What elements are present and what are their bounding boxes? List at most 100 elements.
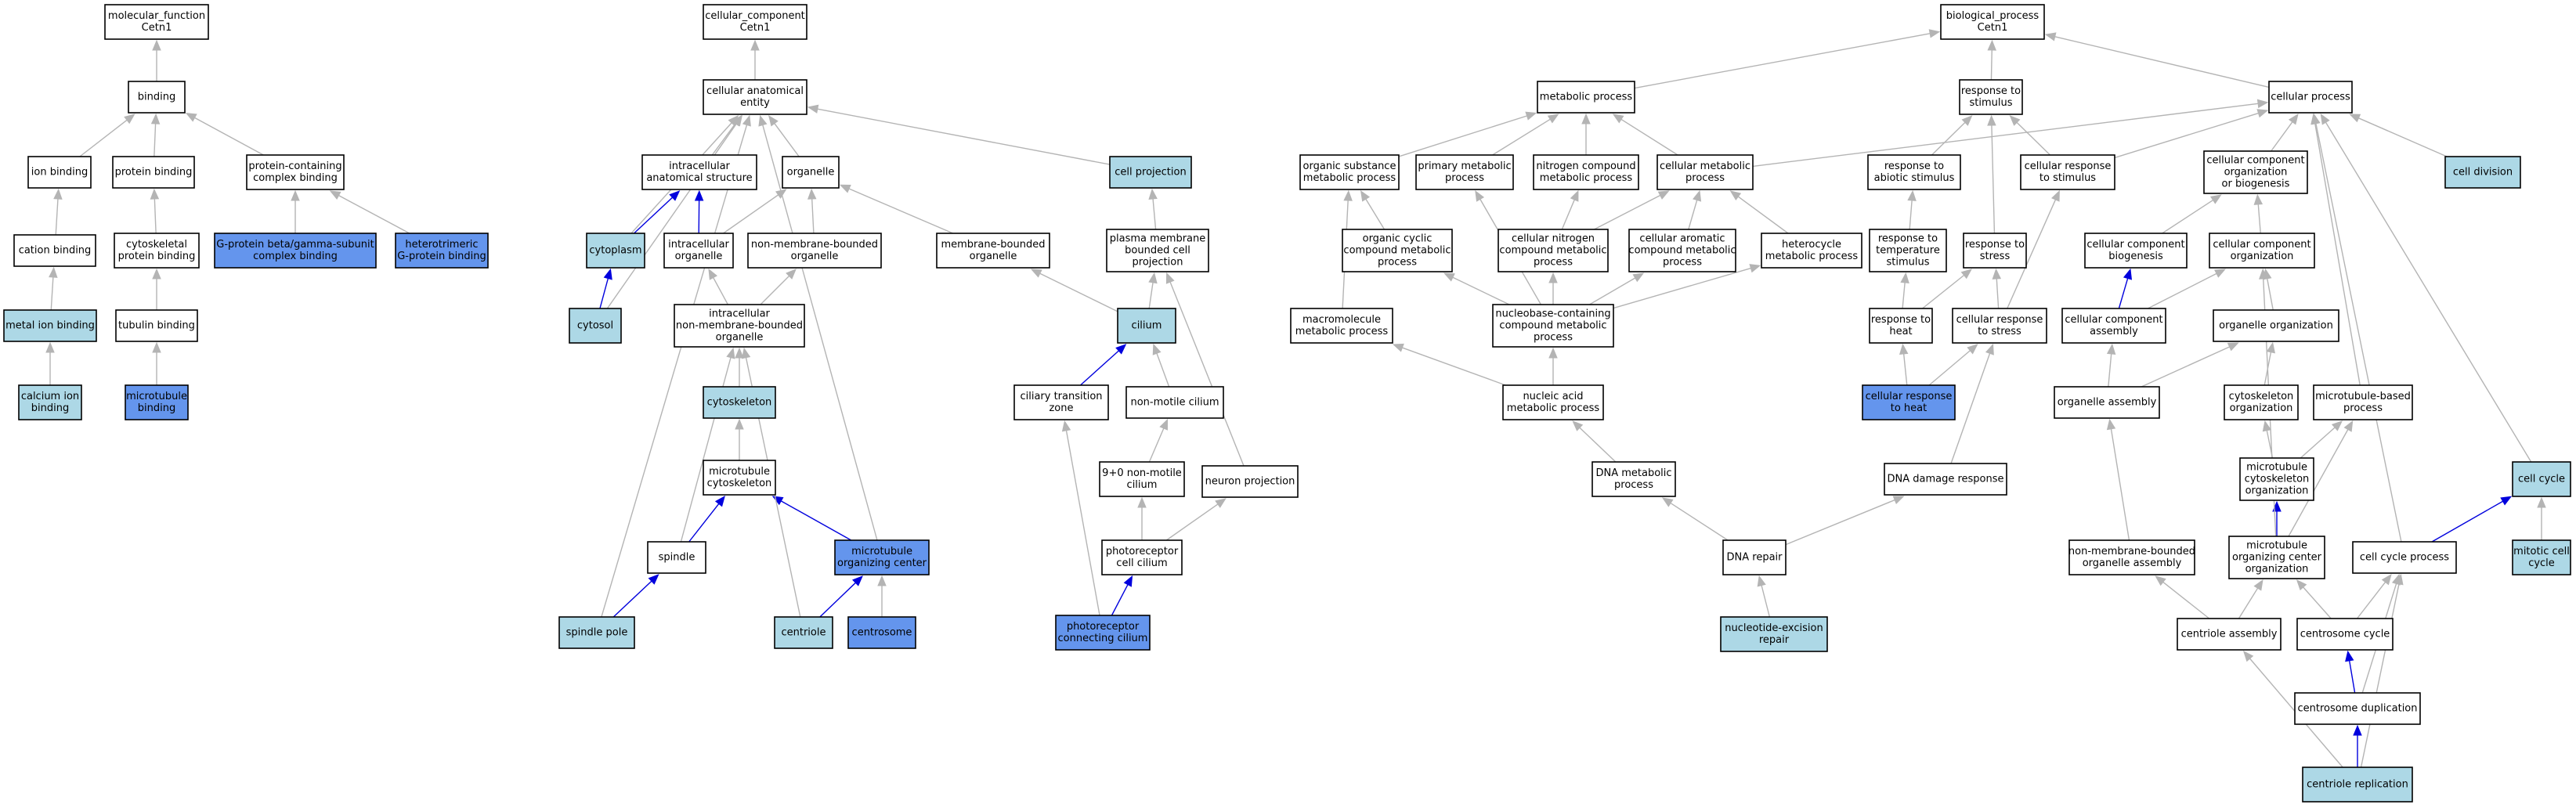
go-term-node-cellular-process[interactable]: cellular process	[2268, 81, 2353, 114]
go-term-node-centriole-assembly[interactable]: centriole assembly	[2177, 618, 2282, 651]
go-term-node-dna-repair[interactable]: DNA repair	[1722, 539, 1787, 575]
node-label: membrane-bounded	[941, 239, 1045, 251]
edge-dna_repair-to-dna_metabolic_process	[1661, 497, 1729, 541]
go-term-node-spindle-pole[interactable]: spindle pole	[558, 616, 635, 649]
go-term-node-centriole[interactable]: centriole	[774, 616, 833, 649]
go-term-node-spindle[interactable]: spindle	[647, 541, 706, 574]
go-term-node-cell-cycle[interactable]: cell cycle	[2512, 461, 2571, 497]
go-term-node-organelle-assembly[interactable]: organelle assembly	[2054, 386, 2160, 419]
go-term-node-cytoplasm[interactable]: cytoplasm	[586, 233, 645, 269]
edge-centrosome_cycle-to-cell_cycle_process	[2356, 573, 2392, 619]
node-label: projection	[1133, 257, 1183, 269]
go-term-node-dna-damage-response[interactable]: DNA damage response	[1884, 463, 2007, 496]
go-term-node-protein-binding[interactable]: protein binding	[112, 156, 195, 189]
go-term-node-tubulin-binding[interactable]: tubulin binding	[115, 309, 198, 342]
go-term-node-cell-division[interactable]: cell division	[2444, 156, 2521, 189]
go-term-node-neuron-projection[interactable]: neuron projection	[1201, 465, 1299, 498]
go-term-node-organelle-organization[interactable]: organelle organization	[2213, 309, 2339, 342]
edge-line	[1785, 499, 1895, 546]
go-term-node-cation-binding[interactable]: cation binding	[13, 234, 96, 267]
go-term-node-metal-ion-binding[interactable]: metal ion binding	[3, 309, 97, 342]
go-term-node-metabolic-process[interactable]: metabolic process	[1537, 81, 1635, 114]
go-term-node-cytosol[interactable]: cytosol	[569, 308, 622, 344]
edge-line	[2257, 204, 2261, 234]
node-box	[703, 386, 776, 419]
go-term-node-centriole-replication[interactable]: centriole replication	[2302, 767, 2413, 803]
go-term-node-intracellular-non-membrane-bounded-organelle[interactable]: intracellularnon-membrane-boundedorganel…	[674, 304, 805, 348]
node-box	[1869, 229, 1947, 272]
go-term-node-centrosome[interactable]: centrosome	[847, 616, 916, 649]
go-term-node-centrosome-cycle[interactable]: centrosome cycle	[2296, 618, 2394, 651]
node-box	[1963, 233, 2027, 269]
node-box	[2061, 308, 2166, 344]
go-term-node-ion-binding[interactable]: ion binding	[27, 156, 92, 189]
node-box	[703, 79, 807, 115]
go-term-node-cell-projection[interactable]: cell projection	[1109, 156, 1192, 189]
go-term-node-cilium[interactable]: cilium	[1117, 308, 1176, 344]
arrowhead-icon	[2343, 420, 2354, 432]
go-term-node-binding[interactable]: binding	[128, 81, 186, 114]
node-box	[114, 233, 200, 269]
go-term-node-cell-cycle-process[interactable]: cell cycle process	[2352, 541, 2457, 574]
edge-protein_containing_complex_binding-to-binding	[185, 112, 264, 156]
go-term-node-organelle[interactable]: organelle	[782, 156, 840, 189]
go-term-node-non-motile-cilium[interactable]: non-motile cilium	[1125, 386, 1224, 419]
edge-non_membrane_bounded_organelle_assembly-to-organelle_assembly	[2106, 418, 2130, 541]
go-term-node-cytoskeleton[interactable]: cytoskeleton	[703, 386, 776, 419]
go-term-node-centrosome-duplication[interactable]: centrosome duplication	[2294, 692, 2421, 725]
edge-line	[1996, 278, 2000, 309]
